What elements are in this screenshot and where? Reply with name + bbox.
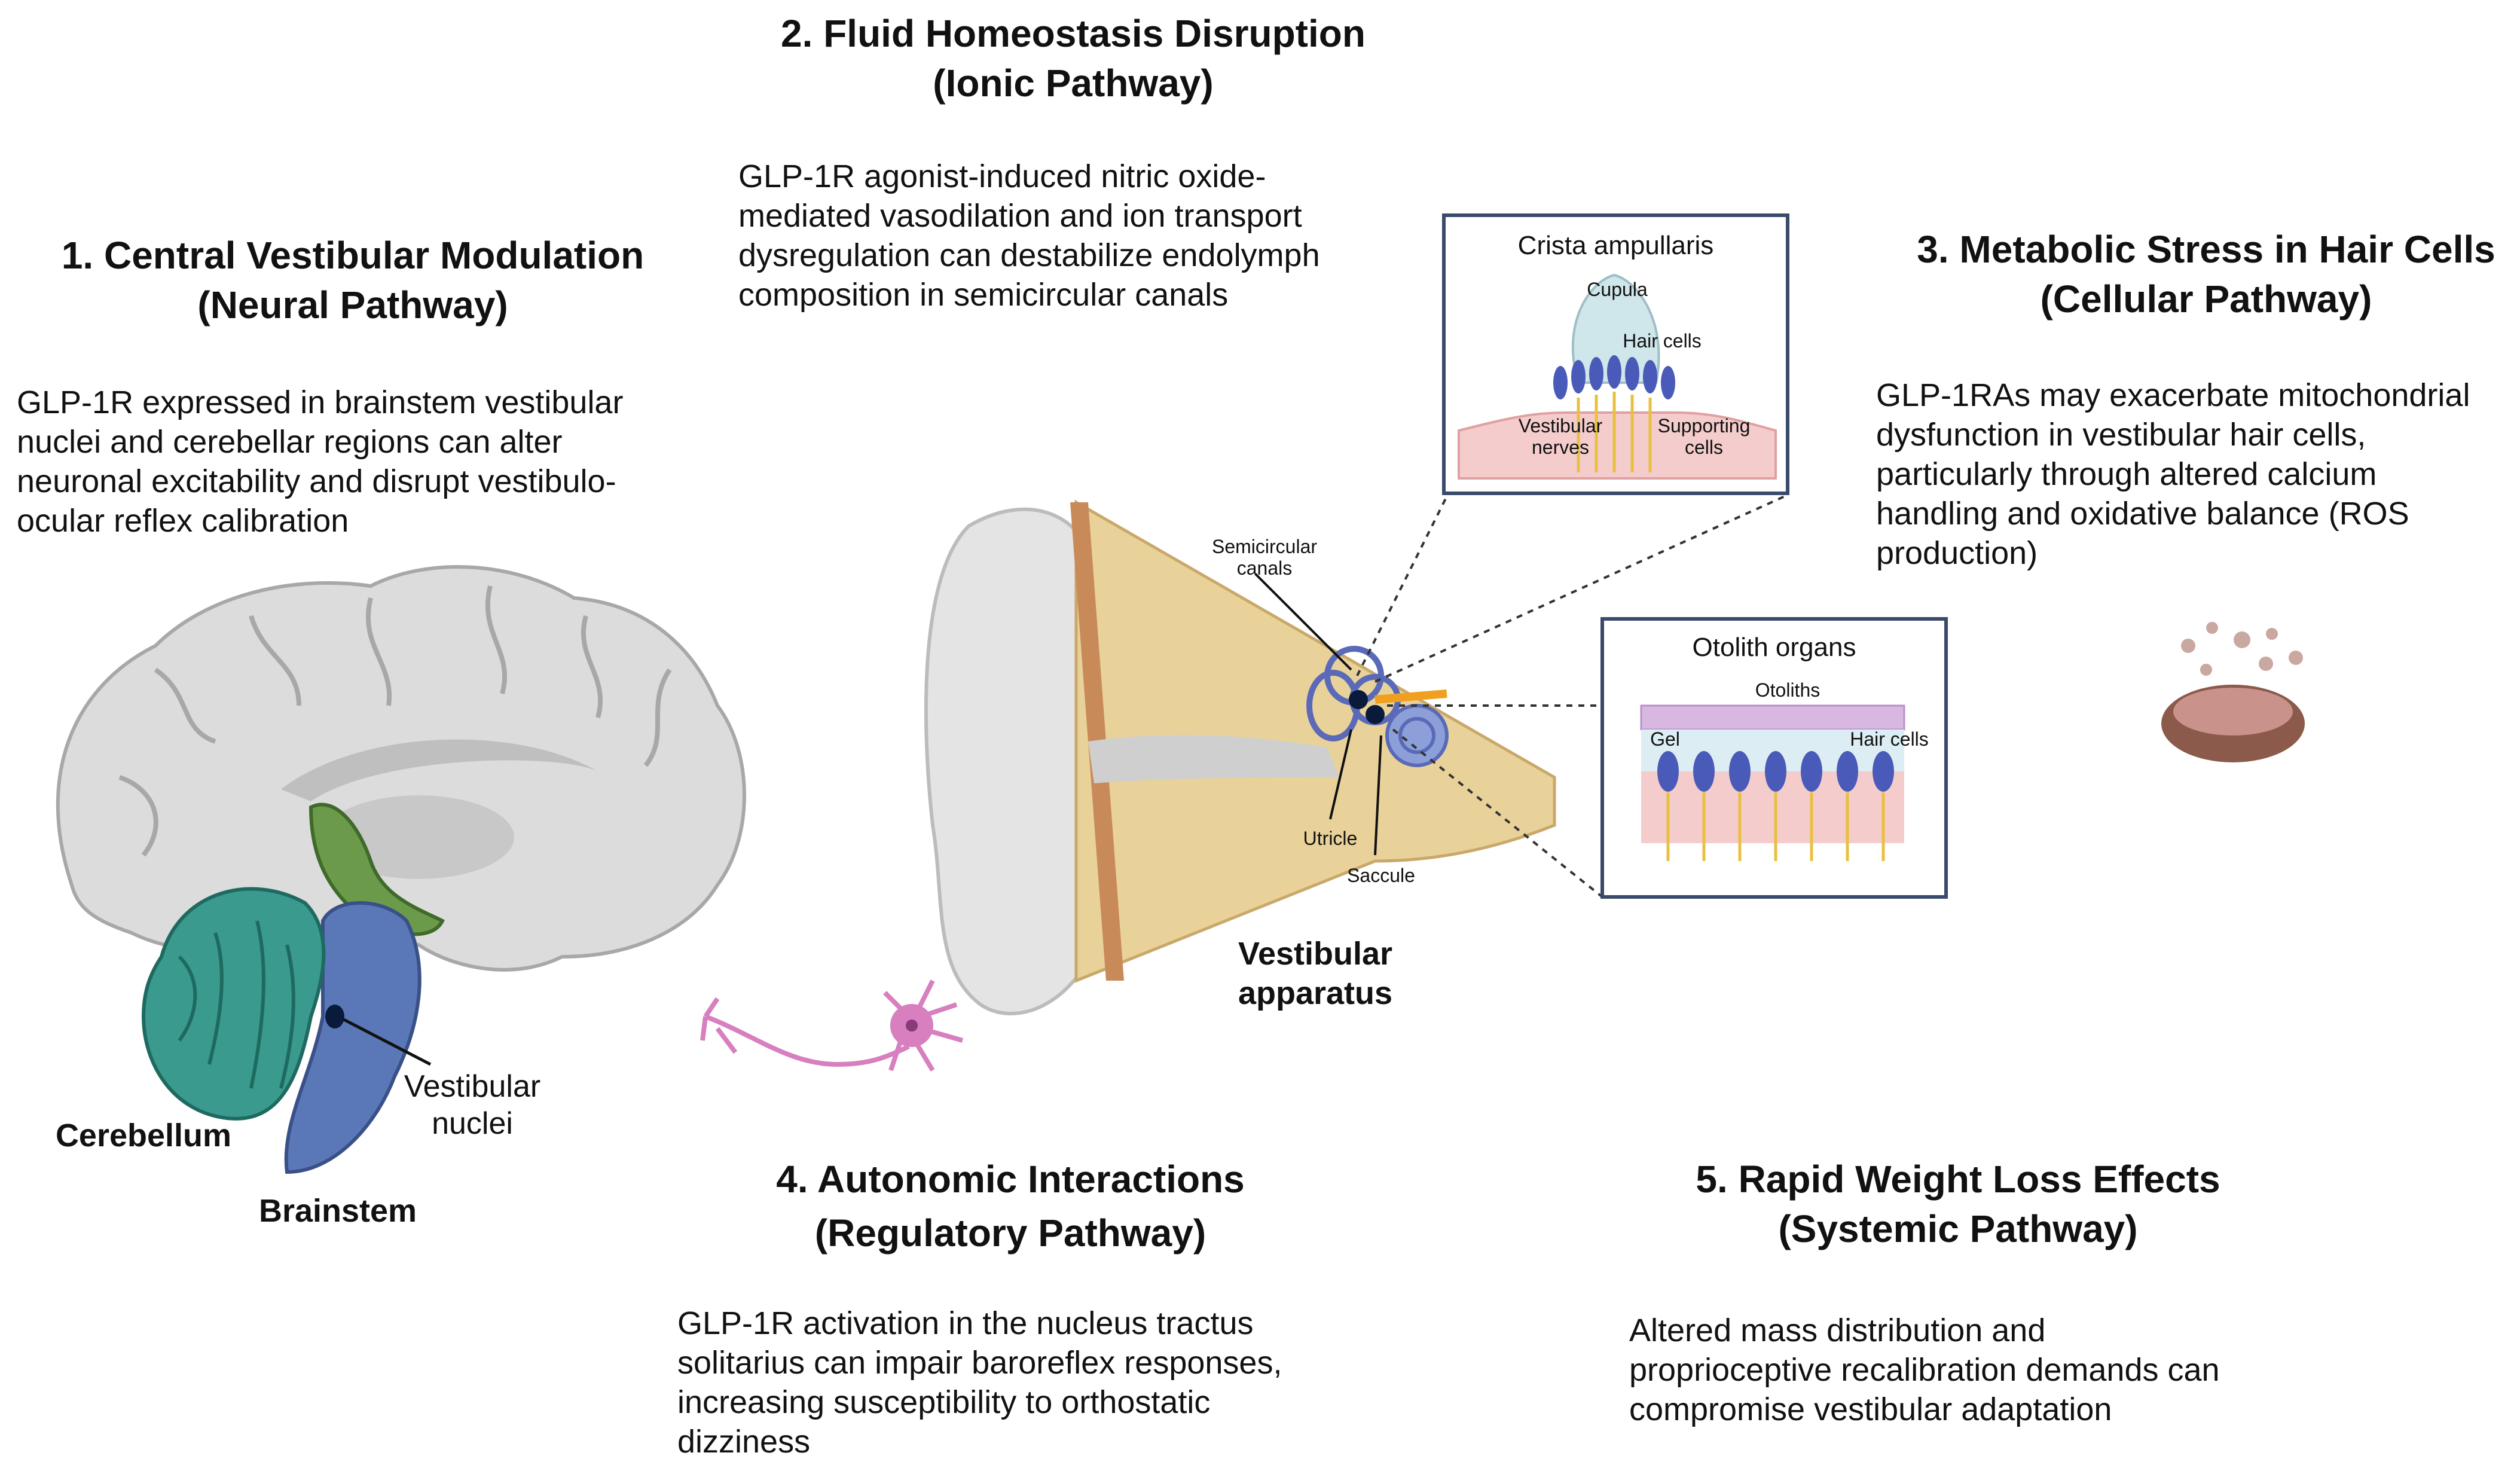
otolith-organs-inset	[1600, 617, 1948, 899]
section1-desc-line: GLP-1R expressed in brainstem vestibular	[17, 384, 624, 420]
brainstem-shape	[284, 901, 421, 1174]
section1-desc-line: neuronal excitability and disrupt vestib…	[17, 463, 616, 499]
section5-desc-line: Altered mass distribution and	[1629, 1313, 2046, 1348]
vestibular-nerves-label: Vestibular nerves	[1501, 415, 1620, 458]
section2-desc-line: composition in semicircular canals	[738, 277, 1229, 313]
vestibular-nuclei-line: nuclei	[432, 1106, 513, 1141]
section4-desc-line: solitarius can impair baroreflex respons…	[677, 1345, 1282, 1381]
section3-desc-line: dysfunction in vestibular hair cells,	[1876, 417, 2366, 453]
brain-illustration	[56, 565, 746, 1174]
section1-subtitle: (Neural Pathway)	[197, 283, 508, 326]
neuron-icon	[700, 979, 964, 1072]
cochlea-shape	[1385, 704, 1449, 767]
section5-subtitle: (Systemic Pathway)	[1778, 1207, 2138, 1250]
vestibular-apparatus-label: Vestibular apparatus	[1208, 934, 1423, 1013]
vestibular-nuclei-dot	[325, 1005, 344, 1028]
cerebellum-label: Cerebellum	[55, 1118, 232, 1153]
section5-desc-line: compromise vestibular adaptation	[1629, 1391, 2112, 1427]
section2-subtitle: (Ionic Pathway)	[933, 62, 1214, 105]
vestibular-nuclei-line: Vestibular	[404, 1069, 541, 1104]
section3-desc-line: production)	[1876, 535, 2038, 571]
section4-subtitle: (Regulatory Pathway)	[814, 1211, 1206, 1255]
section3-description: GLP-1RAs may exacerbate mitochondrial dy…	[1876, 376, 2516, 573]
brainstem-label: Brainstem	[258, 1193, 417, 1229]
section1-desc-line: nuclei and cerebellar regions can alter	[17, 424, 563, 460]
supporting-cells-line: cells	[1684, 437, 1723, 458]
cupula-label: Cupula	[1587, 279, 1648, 300]
vestibular-apparatus-line: Vestibular	[1238, 936, 1393, 972]
section4-desc-line: increasing susceptibility to orthostatic	[677, 1384, 1211, 1420]
crista-ampullaris-inset	[1442, 213, 1789, 495]
semicircular-canals-label: Semicircular canals	[1184, 536, 1345, 579]
section2-desc-line: mediated vasodilation and ion transport	[738, 198, 1302, 234]
semicircular-canals-line: canals	[1236, 557, 1293, 579]
mitochondrion-icon	[2161, 622, 2305, 762]
section1-description: GLP-1R expressed in brainstem vestibular…	[17, 383, 722, 541]
supporting-cells-label: Supporting cells	[1638, 415, 1770, 458]
section2-desc-line: dysregulation can destabilize endolymph	[738, 237, 1320, 273]
section3-desc-line: GLP-1RAs may exacerbate mitochondrial	[1876, 377, 2470, 413]
section4-title: 4. Autonomic Interactions	[776, 1158, 1245, 1201]
section2-description: GLP-1R agonist-induced nitric oxide- med…	[738, 157, 1432, 315]
section5-description: Altered mass distribution and propriocep…	[1629, 1311, 2317, 1429]
saccule-label: Saccule	[1347, 865, 1415, 886]
otolith-title: Otolith organs	[1692, 633, 1856, 662]
section2-title: 2. Fluid Homeostasis Disruption	[781, 12, 1366, 55]
otolith-hair-cells-label: Hair cells	[1850, 728, 1929, 750]
section3-subtitle: (Cellular Pathway)	[2040, 277, 2372, 321]
section2-desc-line: GLP-1R agonist-induced nitric oxide-	[738, 158, 1266, 194]
section5-title: 5. Rapid Weight Loss Effects	[1696, 1158, 2220, 1201]
section4-desc-line: GLP-1R activation in the nucleus tractus	[677, 1305, 1254, 1341]
vestibular-apparatus-line: apparatus	[1238, 975, 1393, 1011]
ear-illustration	[924, 490, 1785, 1015]
section4-desc-line: dizziness	[677, 1424, 811, 1460]
section4-description: GLP-1R activation in the nucleus tractus…	[677, 1304, 1383, 1461]
green-structure	[308, 802, 445, 936]
crista-hair-cells-label: Hair cells	[1623, 330, 1702, 352]
otoliths-label: Otoliths	[1755, 679, 1820, 701]
section5-desc-line: proprioceptive recalibration demands can	[1629, 1352, 2220, 1388]
cerebellum-shape	[141, 887, 326, 1121]
section1-title: 1. Central Vestibular Modulation	[61, 234, 644, 277]
section3-desc-line: particularly through altered calcium	[1876, 456, 2377, 492]
gel-label: Gel	[1650, 728, 1680, 750]
vestibular-nerves-line: nerves	[1531, 437, 1590, 458]
vestibular-nuclei-label: Vestibular nuclei	[371, 1068, 574, 1142]
section3-desc-line: handling and oxidative balance (ROS	[1876, 496, 2409, 532]
utricle-label: Utricle	[1303, 828, 1358, 849]
vestibular-nerves-line: Vestibular	[1518, 415, 1603, 437]
section1-desc-line: ocular reflex calibration	[17, 503, 349, 539]
crista-title: Crista ampullaris	[1517, 231, 1714, 260]
section3-title: 3. Metabolic Stress in Hair Cells	[1917, 228, 2495, 271]
supporting-cells-line: Supporting	[1657, 415, 1751, 437]
semicircular-canals-line: Semicircular	[1211, 536, 1318, 557]
